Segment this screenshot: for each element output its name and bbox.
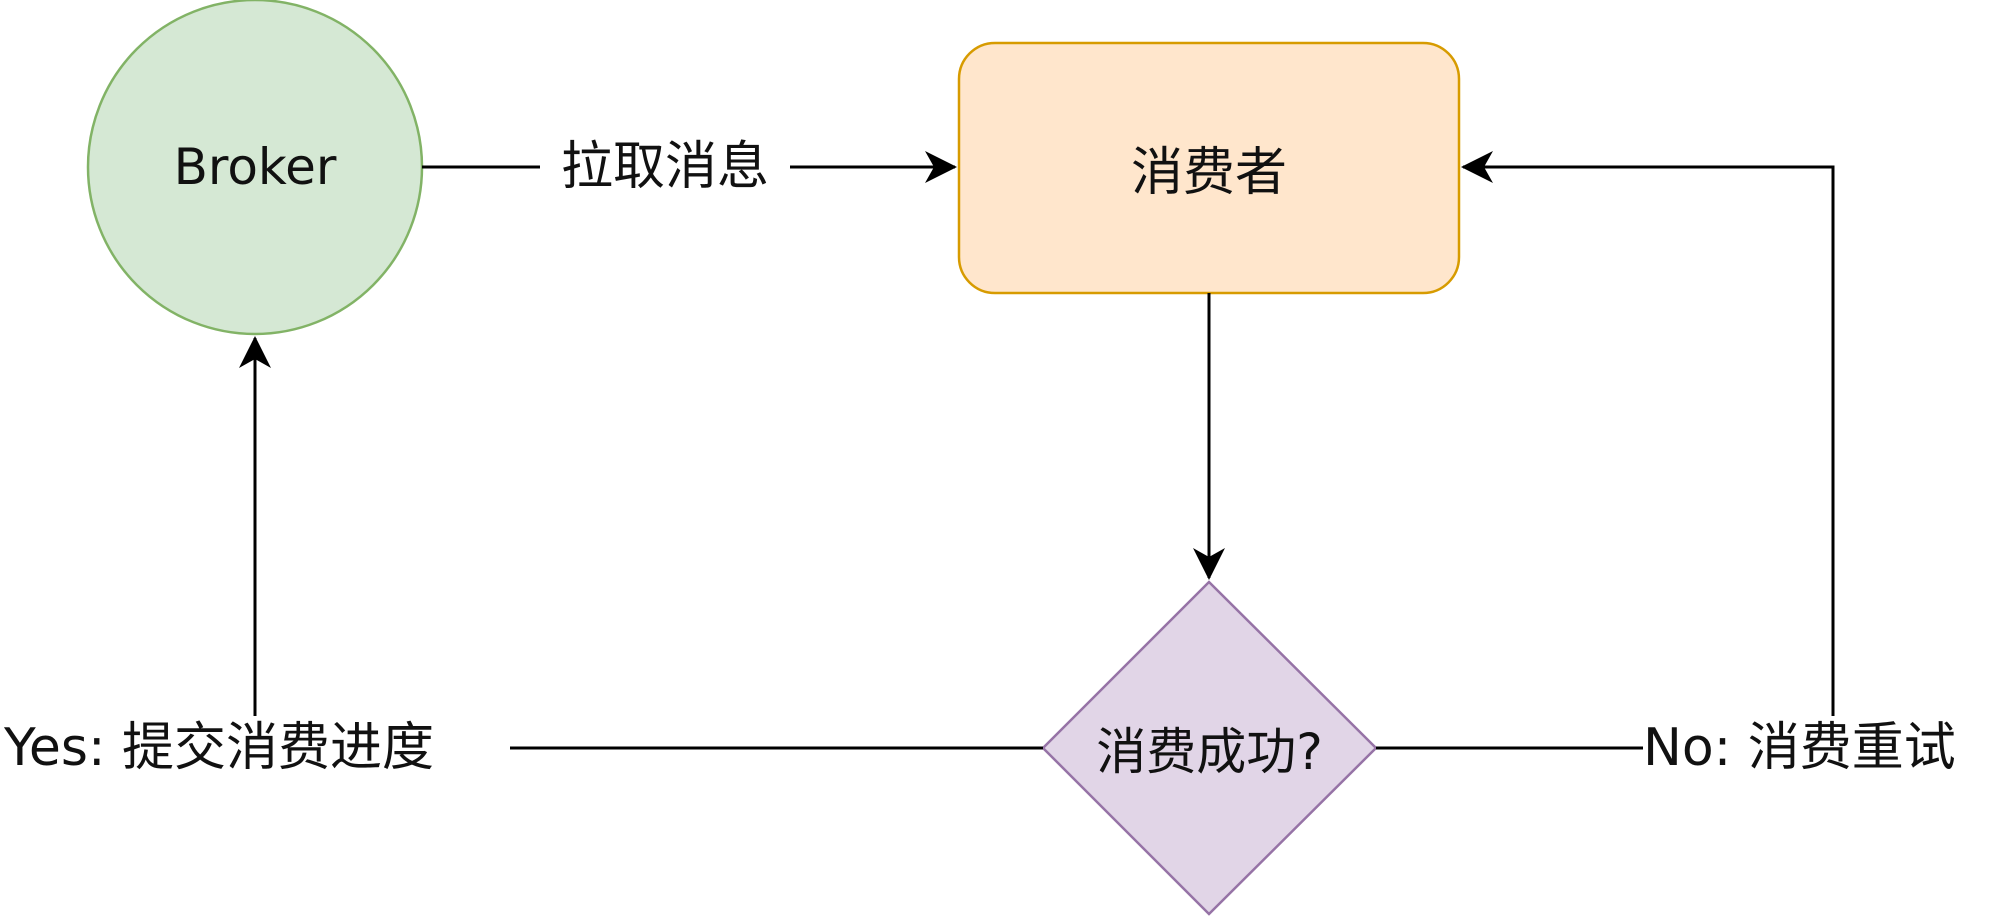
decision-node-label: 消费成功? [1096,723,1323,781]
edge-pull-label: 拉取消息 [540,135,790,199]
edge-yes-line [239,336,1043,750]
edge-yes-label: Yes: 提交消费进度 [4,716,510,780]
edge-no-label: No: 消费重试 [1643,716,1998,780]
edge-no-line [1376,151,1835,750]
consumer-node-label: 消费者 [1130,142,1287,203]
decision-node-shape [1041,580,1378,916]
broker-node-label: Broker [173,138,337,196]
